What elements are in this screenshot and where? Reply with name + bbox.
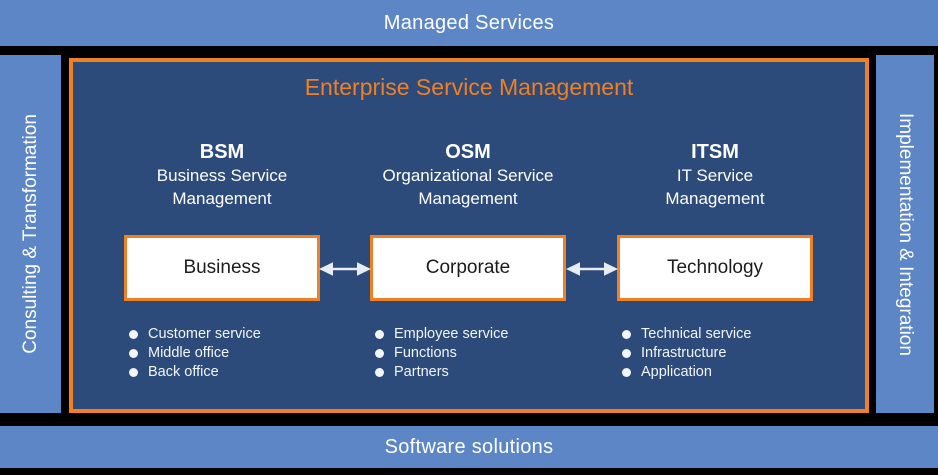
itsm-bullet-list: Technical service Infrastructure Applica… [622, 325, 846, 381]
business-box: Business [124, 235, 320, 301]
bullet-item: Application [622, 363, 846, 381]
bullet-text: Infrastructure [641, 345, 727, 361]
software-solutions-label: Software solutions [384, 435, 554, 458]
bullet-icon [622, 367, 631, 377]
consulting-transformation-bar: Consulting & Transformation [0, 55, 61, 413]
column-acronym: ITSM [691, 141, 739, 163]
managed-services-label: Managed Services [383, 11, 555, 34]
column-acronym: OSM [445, 141, 491, 163]
column-bsm: BSM Business Service Management Business… [91, 140, 353, 382]
column-acronym: BSM [199, 141, 245, 163]
bullet-icon [375, 348, 384, 358]
enterprise-service-management-panel: Enterprise Service Management BSM Busine… [69, 58, 869, 413]
bullet-text: Back office [148, 364, 219, 380]
business-box-label: Business [183, 257, 261, 278]
osm-bullet-list: Employee service Functions Partners [375, 325, 599, 381]
bullet-icon [129, 367, 138, 377]
column-header: ITSM IT Service Management [584, 140, 846, 210]
bullet-text: Application [641, 364, 712, 380]
corporate-box: Corporate [370, 235, 566, 301]
bullet-icon [622, 329, 631, 339]
technology-box: Technology [617, 235, 813, 301]
column-itsm: ITSM IT Service Management Technology Te… [584, 140, 846, 382]
consulting-transformation-label: Consulting & Transformation [19, 114, 41, 354]
corporate-box-label: Corporate [425, 257, 511, 278]
technology-box-label: Technology [666, 257, 764, 278]
bullet-item: Partners [375, 363, 599, 381]
bullet-text: Technical service [641, 326, 752, 342]
bullet-text: Employee service [394, 326, 509, 342]
bullet-text: Customer service [148, 326, 261, 342]
column-name: IT Service Management [665, 166, 765, 208]
bullet-item: Customer service [129, 325, 353, 343]
bullet-icon [622, 348, 631, 358]
implementation-integration-bar: Implementation & Integration [876, 55, 934, 413]
bullet-item: Employee service [375, 325, 599, 343]
bullet-icon [129, 348, 138, 358]
panel-title: Enterprise Service Management [304, 74, 634, 100]
column-header: BSM Business Service Management [91, 140, 353, 210]
column-osm: OSM Organizational Service Management Co… [337, 140, 599, 382]
bullet-text: Middle office [148, 345, 230, 361]
software-solutions-bar: Software solutions [0, 426, 938, 468]
bullet-item: Technical service [622, 325, 846, 343]
bullet-icon [375, 329, 384, 339]
bullet-icon [375, 367, 384, 377]
column-name: Business Service Management [156, 166, 288, 208]
bullet-item: Middle office [129, 344, 353, 362]
bullet-text: Partners [394, 364, 449, 380]
bsm-bullet-list: Customer service Middle office Back offi… [129, 325, 353, 381]
managed-services-bar: Managed Services [0, 0, 938, 46]
bullet-item: Infrastructure [622, 344, 846, 362]
bullet-icon [129, 329, 138, 339]
implementation-integration-label: Implementation & Integration [895, 112, 916, 356]
bullet-item: Back office [129, 363, 353, 381]
double-arrow-icon [319, 262, 371, 276]
bullet-item: Functions [375, 344, 599, 362]
double-arrow-icon [566, 262, 618, 276]
column-header: OSM Organizational Service Management [337, 140, 599, 210]
column-name: Organizational Service Management [382, 166, 554, 208]
bullet-text: Functions [394, 345, 457, 361]
